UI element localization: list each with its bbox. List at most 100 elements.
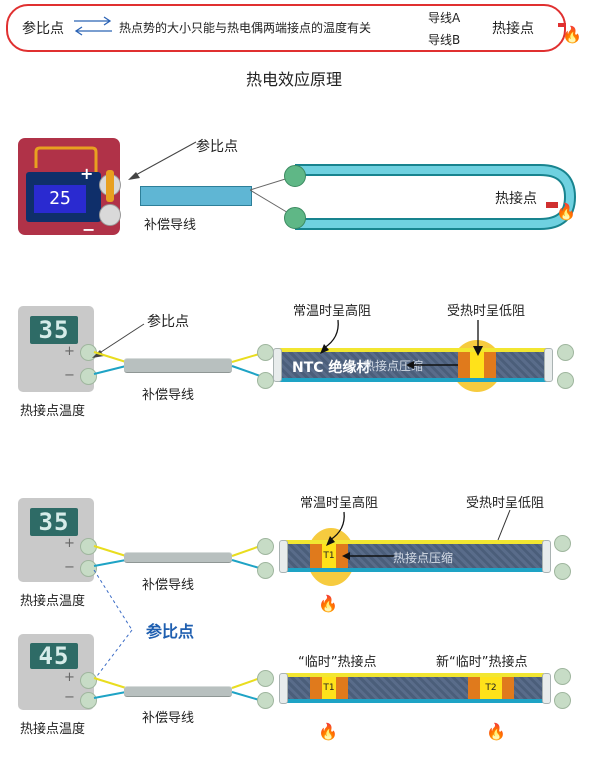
rod-end-left [273, 348, 282, 382]
t2-label: T2 [485, 683, 497, 693]
header-junction-dot [558, 23, 566, 27]
ref-point-label-2: 参比点 [147, 314, 189, 330]
header-statement: 热点势的大小只能与热电偶两端接点的温度有关 [119, 21, 372, 35]
t1-label: T1 [323, 551, 335, 561]
low-resistance-label: 受热时呈低阻 [466, 496, 545, 511]
crimp-core-t1 [322, 677, 336, 699]
ref-dashed-lines [93, 569, 133, 681]
comp-wire-tube-top [124, 552, 232, 563]
sensor-plug-right-bottom [557, 372, 574, 389]
terminal-minus [80, 368, 97, 385]
wires-to-tube-top [93, 545, 127, 567]
high-resistance-label: 常温时呈高阻 [300, 496, 379, 511]
sensor-plug-right-bottom [554, 563, 571, 580]
fire-icon: 🔥 [318, 722, 338, 741]
meter-label-bottom: 热接点温度 [20, 722, 86, 737]
wire-a-strip [282, 673, 544, 677]
t1-label: T1 [323, 683, 335, 693]
terminal-minus [80, 560, 97, 577]
crimp-core [470, 352, 484, 378]
comp-wire-label-1: 补偿导线 [144, 218, 197, 233]
fire-icon: 🔥 [556, 202, 576, 221]
sensor-plug-right-top [554, 668, 571, 685]
sensor-plug-top [257, 344, 274, 361]
crimp-core [322, 544, 336, 568]
terminal-minus [80, 692, 97, 709]
wire-b-strip [282, 699, 544, 703]
high-resistance-label: 常温时呈高阻 [293, 304, 372, 319]
low-resistance-pointer [497, 509, 511, 541]
ref-point-label-3: 参比点 [146, 622, 195, 641]
arrow-left-icon [406, 361, 458, 369]
temp-hot-junction-label: “临时”热接点 [298, 655, 377, 670]
sensor-plug-bottom [257, 372, 274, 389]
connector-node-top [284, 165, 306, 187]
header-wire-a: 导线A [428, 11, 461, 25]
meter-label: 热接点温度 [20, 404, 86, 419]
low-resistance-label: 受热时呈低阻 [447, 304, 526, 319]
minus-sign: − [64, 560, 75, 575]
header-wire-b: 导线B [428, 33, 461, 47]
sensor-plug-right-bottom [554, 692, 571, 709]
sensor-plug-top [257, 538, 274, 555]
minus-sign: − [82, 220, 96, 239]
crimp-right [484, 352, 496, 378]
arrow-down-icon [326, 511, 345, 546]
sensor-plug-top [257, 670, 274, 687]
hot-junction-label-1: 热接点 [495, 191, 537, 207]
comp-wire-label-3: 补偿导线 [142, 578, 195, 593]
terminal-plus [80, 672, 97, 689]
wire-a-strip [276, 348, 548, 352]
comp-wire-tube-bottom [124, 686, 232, 697]
plus-sign: + [80, 164, 94, 183]
crimp-left-t2 [468, 677, 480, 699]
fire-icon: 🔥 [486, 722, 506, 741]
instrument-wiring [34, 146, 98, 172]
plus-sign: + [64, 344, 75, 359]
page-title: 热电效应原理 [245, 70, 342, 89]
plus-sign: + [64, 670, 75, 685]
arrow-swap-icon [74, 16, 112, 36]
crimp-left [458, 352, 470, 378]
arrow-left-icon [342, 552, 394, 560]
header-ref-point: 参比点 [22, 21, 64, 37]
ref-point-label-1: 参比点 [196, 139, 238, 155]
ntc-label: NTC 绝缘材 [292, 360, 371, 376]
wires-to-tube-bottom [93, 677, 127, 699]
arrow-down-icon [473, 320, 483, 356]
header-box [6, 4, 566, 52]
ref-pointer-1 [128, 141, 197, 180]
comp-wire-tube [140, 186, 252, 206]
lcd-display: 35 [30, 316, 78, 344]
wire-b-strip [276, 378, 548, 382]
sensor-plug-right-top [554, 535, 571, 552]
lcd-display-bottom: 45 [30, 643, 78, 669]
crimp-core-t2 [480, 677, 502, 699]
minus-sign: − [64, 368, 75, 383]
crimp-left [310, 544, 322, 568]
rod-end-left [279, 540, 288, 573]
plus-sign: + [64, 536, 75, 551]
rod-end-right [544, 348, 553, 382]
comp-wire-label-2: 补偿导线 [142, 388, 195, 403]
crimp-right-t2 [502, 677, 514, 699]
wires-to-tube [93, 351, 127, 375]
new-temp-hot-junction-label: 新“临时”热接点 [436, 655, 528, 670]
fire-icon: 🔥 [562, 25, 582, 44]
rod-end-right [542, 673, 551, 704]
crimp-label: 热接点压缩 [393, 551, 454, 565]
wire-a-strip [282, 540, 544, 544]
meter-label-top: 热接点温度 [20, 594, 86, 609]
header-hot-junction: 热接点 [492, 21, 534, 37]
thermocouple-loop [250, 164, 577, 230]
sensor-plug-bottom [257, 692, 274, 709]
comp-wire-tube [124, 358, 232, 373]
minus-sign: − [64, 690, 75, 705]
comp-wire-label-4: 补偿导线 [142, 711, 195, 726]
wire-b-strip [282, 568, 544, 572]
sensor-plug-right-top [557, 344, 574, 361]
rod-end-left [279, 673, 288, 704]
rod-end-right [542, 540, 551, 573]
sensor-plug-bottom [257, 562, 274, 579]
connector-node-bottom [284, 207, 306, 229]
